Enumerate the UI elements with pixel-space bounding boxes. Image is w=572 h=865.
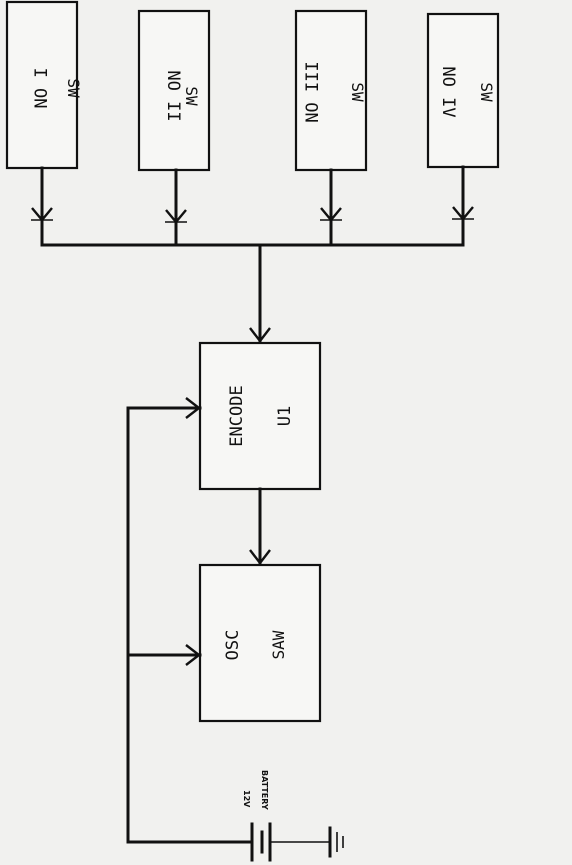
switch-1: NO I SW [5, 0, 83, 170]
oscillator-box [198, 563, 322, 723]
switch-1-name: NO I [32, 68, 52, 109]
encoder-sub: U1 [275, 406, 295, 426]
switch-2-box [137, 9, 211, 172]
osc-power-arrow [185, 644, 201, 666]
switch-3-name: NO III [303, 61, 323, 122]
osc-input-arrow [249, 549, 271, 565]
ground-symbol [328, 826, 344, 858]
switch-1-box [5, 0, 79, 170]
encoder-to-osc-connection [249, 487, 271, 567]
switch-3: NO III SW [294, 9, 368, 172]
switch-4: NO IV SW [426, 12, 500, 169]
battery-label: BATTERY [260, 770, 269, 810]
switch-3-box [294, 9, 368, 172]
switch-2-name: NO II [163, 70, 183, 121]
switch-2: NO II SW [137, 9, 211, 172]
switch-connections [31, 165, 474, 345]
battery: 12V BATTERY [242, 770, 330, 862]
battery-voltage: 12V [242, 790, 251, 808]
encoder-name: ENCODE [227, 385, 247, 446]
encoder-input-arrow [249, 327, 271, 343]
switch-1-sub: SW [64, 78, 83, 98]
switch-4-sub: SW [477, 82, 496, 102]
encoder-block: ENCODE U1 [198, 341, 322, 491]
switch-2-sub: SW [182, 86, 201, 106]
switch-3-sub: SW [348, 82, 367, 102]
encoder-power-arrow [185, 397, 201, 419]
encoder-box [198, 341, 322, 491]
power-rail [126, 397, 254, 844]
oscillator-name: OSC [223, 630, 243, 661]
switch-4-name: NO IV [438, 66, 458, 117]
oscillator-sub: SAW [269, 630, 288, 659]
oscillator-block: OSC SAW [198, 563, 322, 723]
